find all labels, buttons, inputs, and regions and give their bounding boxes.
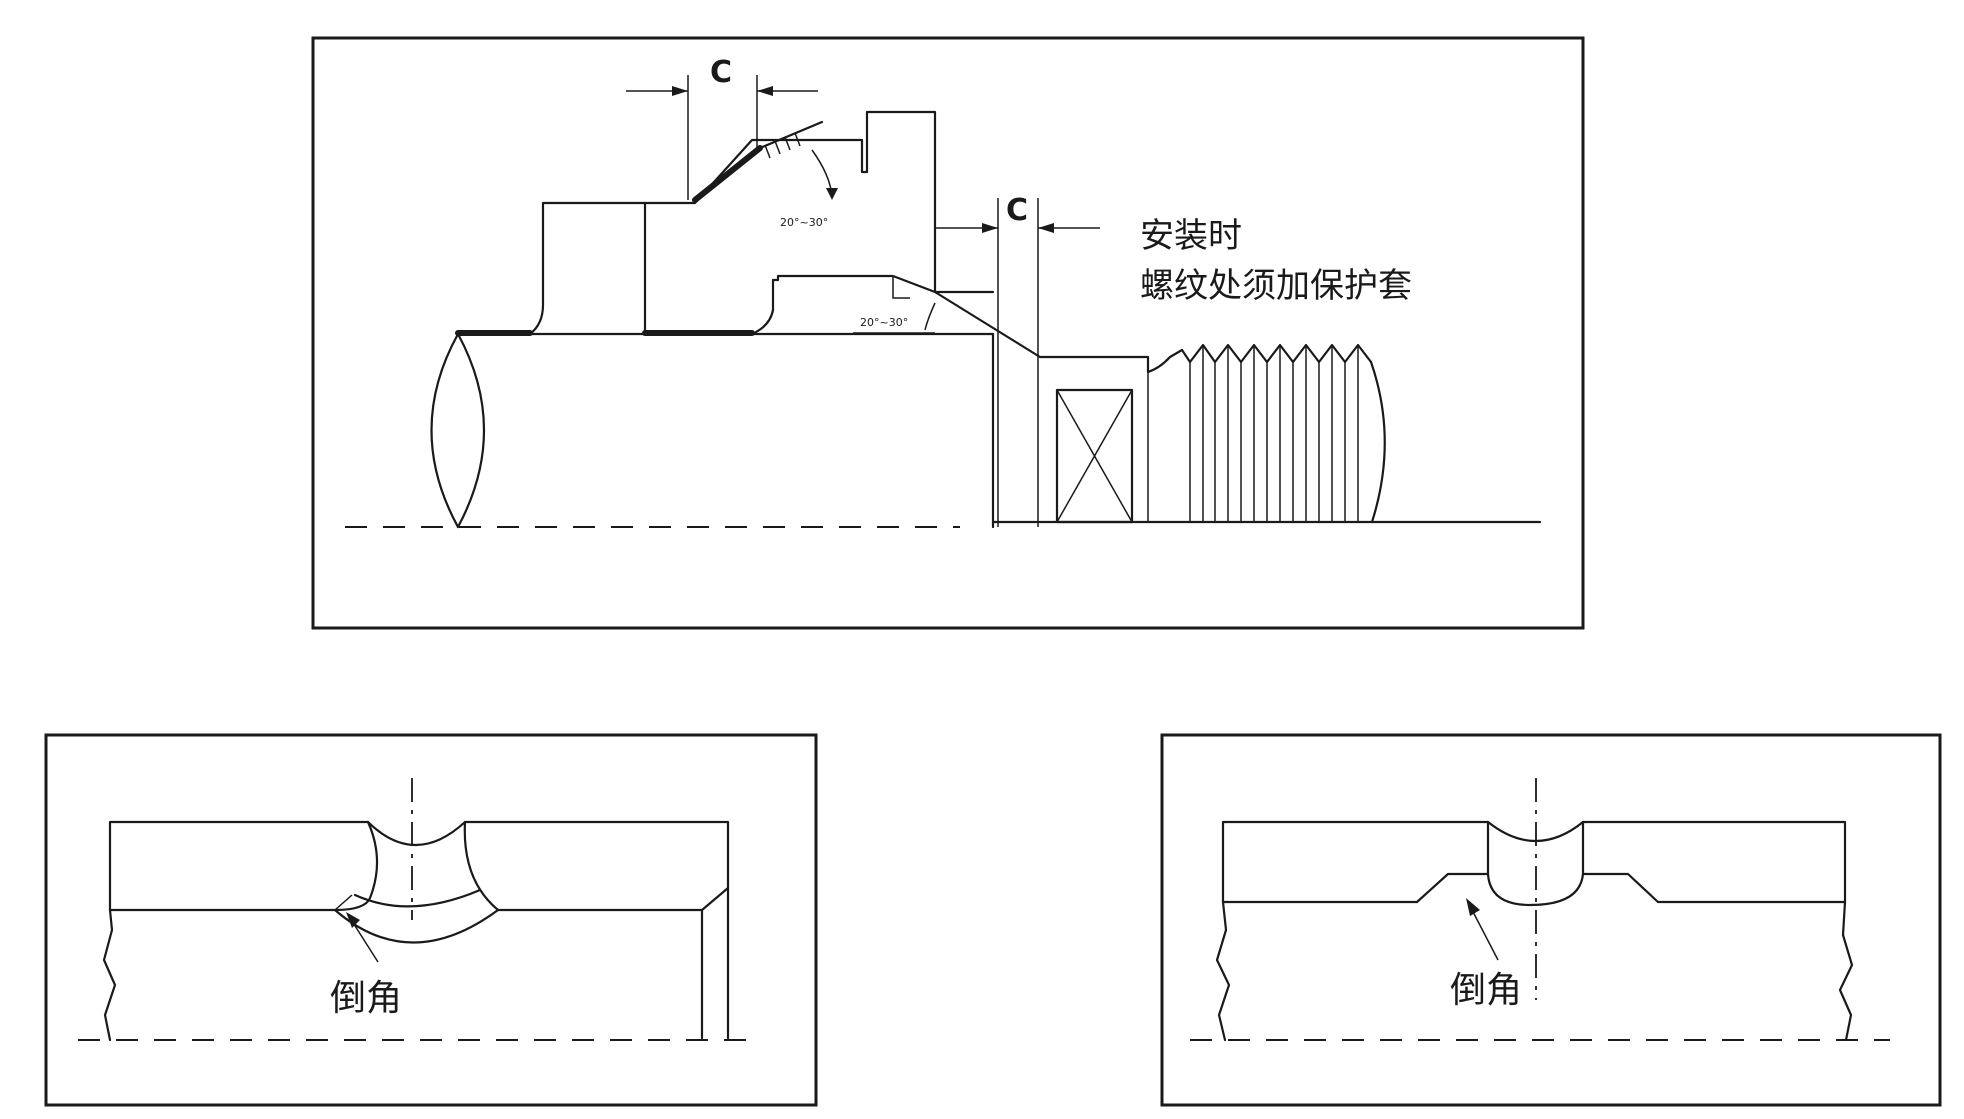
dimension-c-upper-label: C	[710, 55, 732, 90]
angle-label-upper: 20°~30°	[780, 216, 828, 229]
chamfer-upper	[692, 145, 763, 203]
seal-inner-step	[750, 274, 937, 336]
note-line-1: 安装时	[1140, 216, 1242, 256]
bottom-right-frame	[1160, 733, 1942, 1107]
chamfer-guide	[758, 120, 824, 150]
step-chamfer-right	[1581, 872, 1660, 904]
left-broken-edge	[102, 908, 117, 1042]
thread-crests	[1180, 343, 1373, 364]
shaft-broken-end	[430, 332, 485, 529]
bottom-right-figure: 倒角	[1160, 733, 1942, 1107]
note-line-2: 螺纹处须加保护套	[1140, 266, 1412, 306]
thread-roots	[1189, 345, 1359, 522]
right-broken-edge-left	[1215, 900, 1231, 1042]
left-plate-outline	[108, 820, 370, 912]
dimension-c-upper: C	[626, 55, 818, 200]
threaded-stub	[1038, 343, 1386, 524]
weld-mid-arc	[353, 888, 482, 908]
right-corner-chamfer	[700, 886, 730, 912]
top-figure: C 20°~30° 20°~30° C	[311, 36, 1585, 630]
bottom-left-figure: 倒角	[44, 733, 818, 1107]
dimension-c-lower: C	[935, 193, 1100, 527]
thread-end	[1369, 360, 1386, 524]
flange-left	[528, 201, 647, 336]
chamfer-hatch	[764, 132, 801, 159]
angle-label-lower: 20°~30°	[860, 316, 908, 329]
chamfer-label-left: 倒角	[330, 978, 402, 1019]
left-plate-right	[463, 820, 730, 1040]
taper-line	[933, 290, 1042, 359]
weld-chamfer-mark	[334, 894, 353, 911]
dimension-c-lower-label: C	[1006, 193, 1028, 228]
chamfer-arrow-right	[1469, 905, 1499, 961]
weld-groove	[333, 820, 379, 912]
weld-root-arc	[333, 908, 500, 944]
lead-in-notch	[892, 276, 910, 299]
seal-body	[643, 110, 995, 294]
chamfer-label-right: 倒角	[1450, 970, 1522, 1011]
top-figure-frame	[311, 36, 1585, 630]
right-broken-edge-right	[1838, 900, 1854, 1042]
weld-top-arc	[366, 820, 467, 847]
weld-bead-right	[1486, 820, 1585, 907]
angle-arc-lower	[924, 302, 936, 331]
angle-arrow-upper	[826, 188, 838, 200]
step-chamfer-left	[1415, 872, 1490, 904]
right-plate-outline	[1221, 820, 1490, 904]
bottom-left-frame	[44, 733, 818, 1107]
